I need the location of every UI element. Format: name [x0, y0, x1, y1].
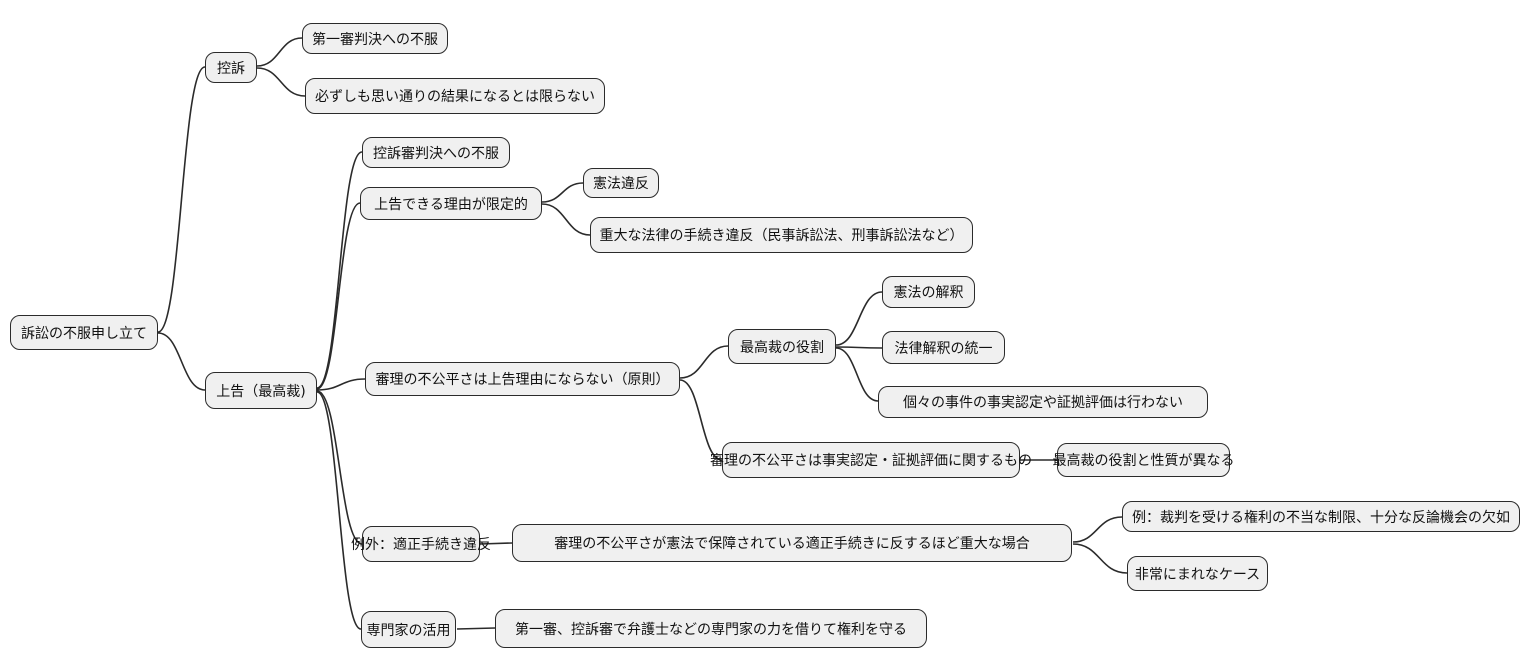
node-kouso-appeal: 控訴 — [205, 52, 257, 83]
node-joukoku-supreme-court: 上告（最高裁) — [205, 372, 317, 409]
node-example-rights-restriction: 例：裁判を受ける権利の不当な制限、十分な反論機会の欠如 — [1122, 501, 1520, 532]
node-constitution-interpretation: 憲法の解釈 — [882, 276, 975, 308]
node-root-lawsuit-appeals: 訴訟の不服申し立て — [10, 315, 158, 350]
edge-joukoku-to-unfairness — [316, 378, 366, 391]
edge-kouso-to-first-instance — [256, 37, 303, 67]
edge-grounds-to-constitution — [541, 182, 584, 203]
node-first-instance-dissatisfaction: 第一審判決への不服 — [302, 23, 448, 54]
edge-role-to-interpretation — [835, 291, 883, 346]
edge-joukoku-to-experts — [316, 391, 362, 630]
node-use-of-experts: 専門家の活用 — [361, 611, 456, 648]
node-unify-legal-interpretation: 法律解釈の統一 — [882, 331, 1005, 364]
node-serious-procedural-violation: 重大な法律の手続き違反（民事訴訟法、刑事訴訟法など） — [590, 217, 973, 253]
node-no-fact-finding: 個々の事件の事実認定や証拠評価は行わない — [878, 386, 1208, 418]
node-expert-help-protect-rights: 第一審、控訴審で弁護士などの専門家の力を借りて権利を守る — [495, 609, 927, 648]
node-unfairness-fact-finding: 審理の不公平さは事実認定・証拠評価に関するもの — [710, 442, 1032, 478]
edge-experts-to-protect — [456, 627, 496, 630]
edge-grounds-to-procedural — [541, 203, 591, 236]
node-limited-grounds: 上告できる理由が限定的 — [360, 187, 542, 220]
edge-kouso-to-result — [256, 67, 306, 97]
edge-joukoku-to-limited-grounds — [316, 202, 361, 390]
node-different-role-nature: 最高裁の役割と性質が異なる — [1053, 443, 1235, 477]
node-very-rare-case: 非常にまれなケース — [1127, 556, 1268, 591]
node-exception-due-process: 例外：適正手続き違反 — [351, 526, 491, 562]
node-unfairness-not-grounds: 審理の不公平さは上告理由にならない（原則） — [365, 362, 680, 396]
node-serious-due-process-case: 審理の不公平さが憲法で保障されている適正手続きに反するほど重大な場合 — [512, 524, 1072, 562]
node-constitution-violation: 憲法違反 — [583, 168, 659, 198]
edge-root-to-kouso — [157, 66, 206, 333]
edge-joukoku-to-exception — [316, 390, 363, 545]
node-supreme-court-role: 最高裁の役割 — [728, 329, 836, 364]
edge-role-to-unify — [835, 346, 883, 349]
edge-serious-to-example — [1072, 516, 1123, 543]
edge-role-to-no-factfinding — [835, 347, 879, 402]
node-result-not-guaranteed: 必ずしも思い通りの結果になるとは限らない — [305, 78, 605, 114]
edge-root-to-joukoku — [157, 332, 206, 391]
edge-unfairness-to-role — [679, 345, 729, 379]
node-appeal-judgment-dissatisfaction: 控訴審判決への不服 — [362, 137, 510, 168]
edge-joukoku-to-appeal-judgment — [316, 151, 363, 389]
edge-unfairness-to-factfinding — [679, 379, 723, 461]
edge-serious-to-rare — [1072, 543, 1128, 574]
